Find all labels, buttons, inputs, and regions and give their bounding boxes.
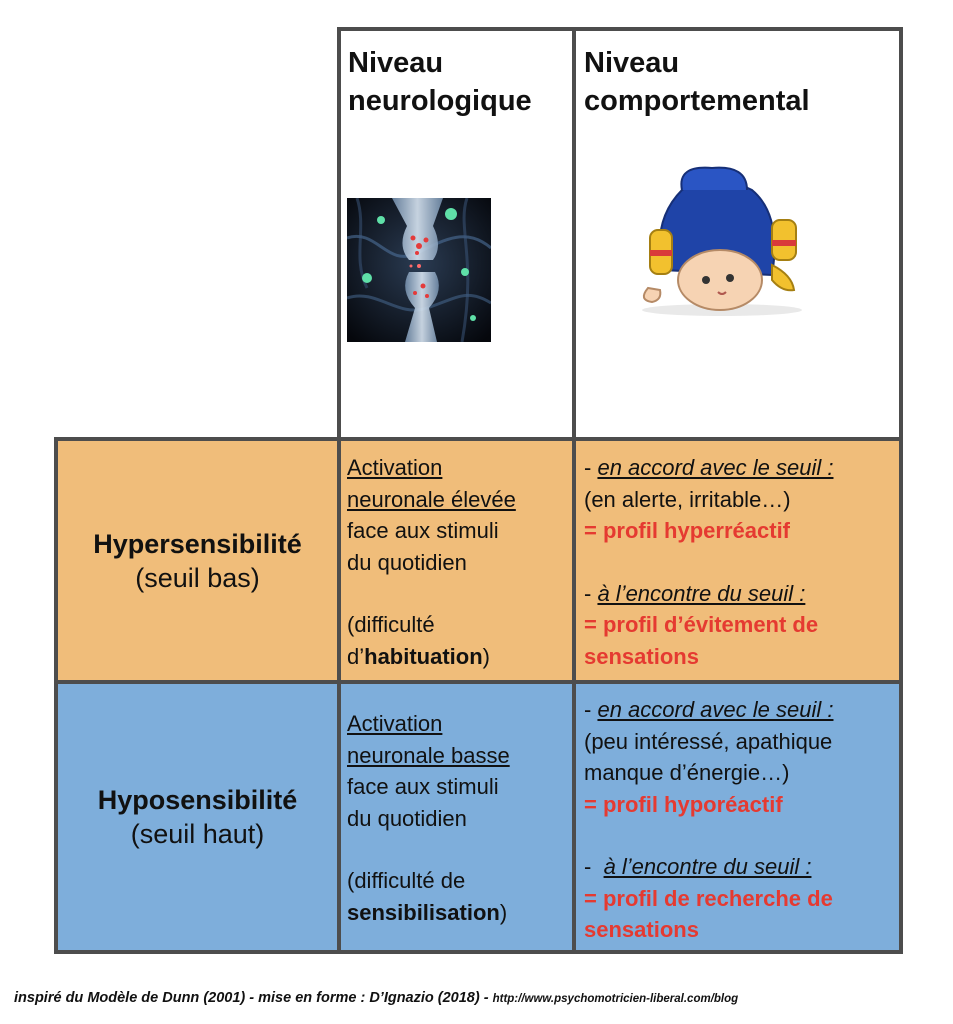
hypo-comp-b2-title: à l’encontre du seuil : xyxy=(603,854,812,879)
grid-line-col1 xyxy=(337,27,341,954)
hyper-comp-b1-dash: - xyxy=(584,455,598,480)
hypo-comp-b1-desc-1: (peu intéressé, apathique xyxy=(584,728,833,754)
hyper-neuro-line1: Activation xyxy=(347,455,443,480)
hyper-neuro-line6: d’habituation) xyxy=(347,641,572,673)
hyper-neuro-line5: (difficulté xyxy=(347,612,435,637)
grid-line-col2 xyxy=(572,27,576,954)
grid-line-row-divider xyxy=(54,680,903,684)
footer-text: inspiré du Modèle de Dunn (2001) - mise … xyxy=(14,990,493,1006)
hypo-comp-b2-result-1: = profil de recherche de xyxy=(584,885,833,911)
grid-line-bottom xyxy=(54,950,903,954)
hyper-comp-b2-dash: - xyxy=(584,580,598,606)
hypo-sublabel: (seuil haut) xyxy=(130,819,265,849)
grid-line-left xyxy=(54,437,58,954)
hypo-neuro-cell: Activation neuronale basse face aux stim… xyxy=(341,708,572,928)
hypo-comp-cell: - en accord avec le seuil : (peu intéres… xyxy=(576,694,899,946)
hyper-neuro-line4: du quotidien xyxy=(347,549,467,575)
grid-line-right xyxy=(899,27,903,954)
hyper-neuro-line6-prefix: d’ xyxy=(347,643,365,669)
footer-credit: inspiré du Modèle de Dunn (2001) - mise … xyxy=(14,990,944,1006)
hypo-neuro-line5: (difficulté de xyxy=(347,868,466,893)
hyper-comp-b2-result-2: sensations xyxy=(584,643,699,669)
hyper-neuro-line6-suffix: ) xyxy=(482,643,490,669)
header-neuro-title-line2: neurologique xyxy=(348,85,532,117)
hyper-comp-b2-title: à l’encontre du seuil : xyxy=(597,580,806,606)
hypo-comp-b2-title-line: - à l’encontre du seuil : xyxy=(584,851,899,883)
header-comp-cell: Niveau comportemental xyxy=(575,30,900,440)
hypo-label: Hyposensibilité xyxy=(97,785,298,815)
hypo-comp-b1-dash: - xyxy=(584,697,598,722)
header-comp-title: Niveau comportemental xyxy=(584,44,900,120)
hyper-row-label: Hypersensibilité (seuil bas) xyxy=(58,441,337,680)
hypo-neuro-line6: sensibilisation) xyxy=(347,897,572,929)
footer-url[interactable]: http://www.psychomotricien-liberal.com/b… xyxy=(492,993,739,1005)
hypo-comp-b1-title: en accord avec le seuil : xyxy=(597,697,834,722)
hyper-neuro-line6-bold: habituation xyxy=(364,643,483,669)
hypo-comp-b1-title-line: - en accord avec le seuil : xyxy=(584,694,899,726)
hypo-row-bg xyxy=(56,682,900,952)
hypo-neuro-line4: du quotidien xyxy=(347,805,467,831)
header-neuro-title: Niveau neurologique xyxy=(348,44,573,120)
hypo-comp-b1-desc-2: manque d’énergie…) xyxy=(584,760,790,785)
hypo-comp-b2-dash: - xyxy=(584,854,604,879)
hypo-neuro-line2: neuronale basse xyxy=(347,742,510,768)
synapse-illustration-icon xyxy=(347,198,491,342)
hypo-comp-b1-result: = profil hyporéactif xyxy=(584,791,783,817)
hypo-neuro-line3: face aux stimuli xyxy=(347,774,499,799)
hyper-comp-b1-title: en accord avec le seuil : xyxy=(597,455,834,480)
hyper-sublabel: (seuil bas) xyxy=(135,562,260,593)
grid-line-header-bottom xyxy=(54,437,903,441)
header-neuro-cell: Niveau neurologique xyxy=(340,30,573,440)
hyper-comp-cell: - en accord avec le seuil : (en alerte, … xyxy=(576,452,899,672)
grid-line-top xyxy=(337,27,903,31)
hypo-row-label: Hyposensibilité (seuil haut) xyxy=(58,684,337,950)
hypo-comp-b2-result-2: sensations xyxy=(584,917,699,942)
child-upside-down-illustration-icon xyxy=(642,166,802,316)
header-comp-title-line1: Niveau xyxy=(584,47,680,79)
hyper-comp-b2-title-line: - à l’encontre du seuil : xyxy=(584,578,899,610)
hyper-comp-b1-result: = profil hyperréactif xyxy=(584,518,791,543)
hypo-neuro-line6-suffix: ) xyxy=(499,899,508,925)
hyper-comp-b1-desc: (en alerte, irritable…) xyxy=(584,486,791,512)
hypo-neuro-line6-bold: sensibilisation xyxy=(347,899,500,925)
hyper-comp-b2-result-1: = profil d’évitement de xyxy=(584,612,819,637)
hyper-neuro-cell: Activation neuronale élevée face aux sti… xyxy=(341,452,572,672)
hyper-row-bg xyxy=(56,440,900,682)
header-comp-title-line2: comportemental xyxy=(584,85,810,117)
header-neuro-title-line1: Niveau xyxy=(348,47,444,79)
hyper-comp-b1-title-line: - en accord avec le seuil : xyxy=(584,452,899,484)
hyper-neuro-line2: neuronale élevée xyxy=(347,486,516,512)
hyper-neuro-line3: face aux stimuli xyxy=(347,518,499,543)
hypo-neuro-line1: Activation xyxy=(347,711,443,736)
hyper-label: Hypersensibilité xyxy=(93,528,302,559)
